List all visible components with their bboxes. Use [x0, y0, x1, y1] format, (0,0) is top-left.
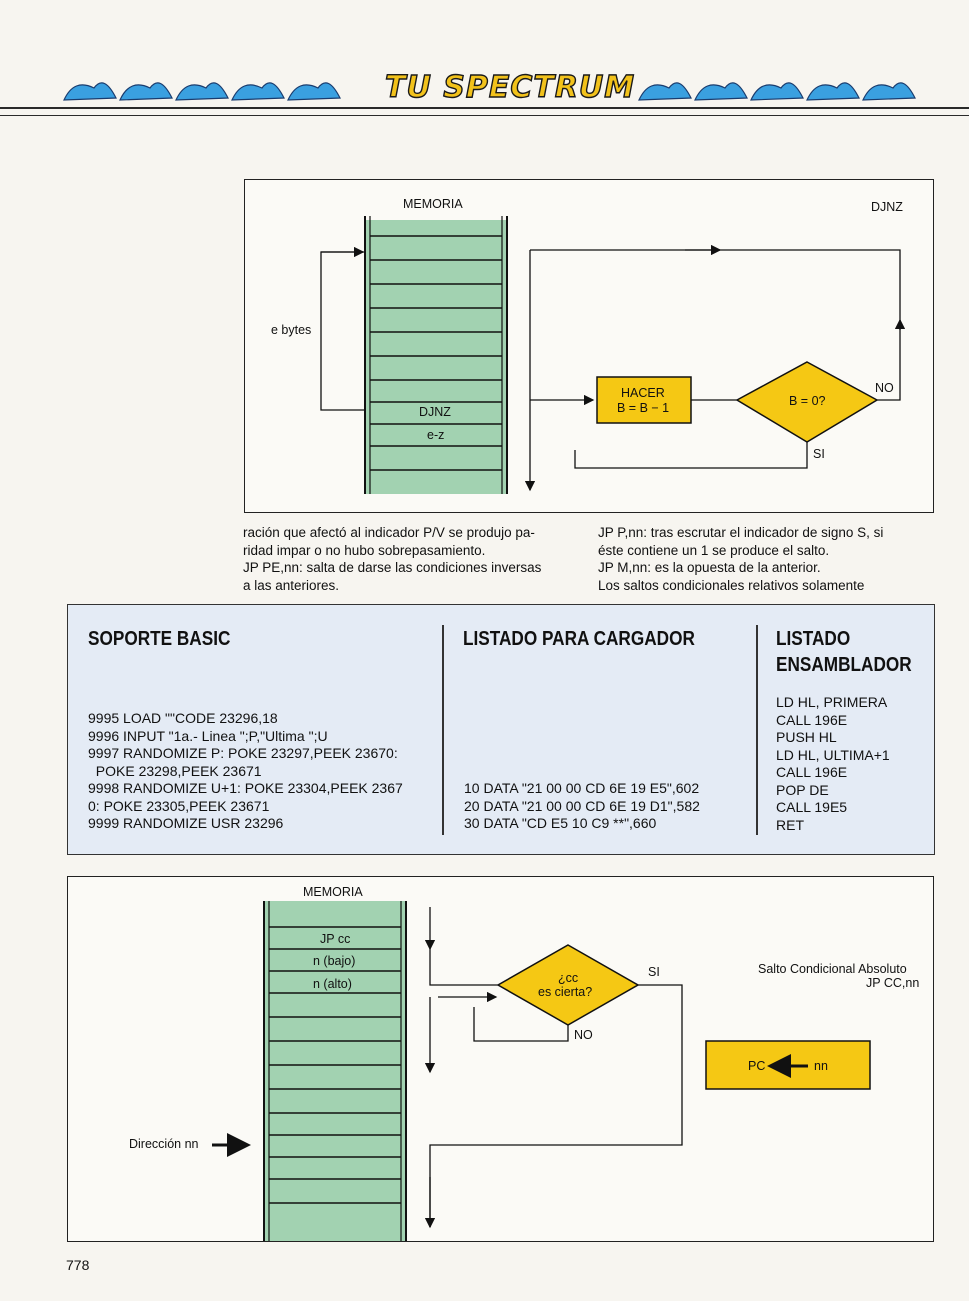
- jp-cc-diagram: [212, 901, 871, 1241]
- code-line: 0: POKE 23305,PEEK 23671: [88, 797, 270, 814]
- code-line: RET: [776, 816, 804, 833]
- code-line: 30 DATA "CD E5 10 C9 **",660: [464, 815, 657, 831]
- code-line: 9996 INPUT "1a.- Linea ";P,"Ultima ";U: [88, 727, 328, 744]
- e-bytes-label: e bytes: [271, 323, 312, 337]
- djnz-corner-label: DJNZ: [871, 200, 903, 214]
- header-decoration-left: [63, 82, 341, 101]
- text-column-right: JP P,nn: tras escrutar el indicador de s…: [598, 524, 883, 594]
- hacer-line-2: B = B − 1: [617, 401, 670, 415]
- nn-label: nn: [814, 1059, 828, 1073]
- direccion-label: Dirección nn: [129, 1137, 199, 1151]
- no-label: NO: [574, 1028, 593, 1042]
- si-label: SI: [648, 965, 660, 979]
- memoria-label: MEMORIA: [303, 885, 363, 899]
- text-line: Los saltos condicionales relativos solam…: [598, 577, 865, 593]
- code-line: CALL 196E: [776, 711, 848, 728]
- djnz-figure: MEMORIA DJNZ e bytes DJNZ e-z HACER B = …: [244, 179, 934, 513]
- asm-title-line-1: LISTADO: [776, 628, 851, 650]
- code-line: 10 DATA "21 00 00 CD 6E 19 E5",602: [464, 780, 700, 796]
- no-label: NO: [875, 381, 894, 395]
- cell-n-alto: n (alto): [313, 977, 352, 991]
- asm-listing: LD HL, PRIMERA CALL 196E PUSH HL LD HL, …: [776, 694, 890, 834]
- divider: [756, 625, 758, 835]
- memoria-label: MEMORIA: [403, 197, 463, 211]
- decision-label: B = 0?: [789, 394, 826, 408]
- code-line: 9997 RANDOMIZE P: POKE 23297,PEEK 23670:: [88, 745, 398, 761]
- code-line: PUSH HL: [776, 729, 837, 745]
- code-line: POKE 23298,PEEK 23671: [88, 762, 262, 779]
- code-line: POP DE: [776, 781, 829, 798]
- basic-title: SOPORTE BASIC: [88, 628, 231, 650]
- header-decoration-right: [638, 82, 916, 101]
- page-number: 778: [66, 1257, 90, 1273]
- header-rule-bottom: [0, 115, 969, 116]
- code-line: CALL 19E5: [776, 799, 848, 815]
- decision-line-2: es cierta?: [538, 985, 593, 999]
- basic-listing: 9995 LOAD ""CODE 23296,18 9996 INPUT "1a…: [88, 710, 403, 833]
- decision-line-1: ¿cc: [558, 971, 579, 985]
- si-label: SI: [813, 447, 825, 461]
- text-line: ridad impar o no hubo sobrepasamiento.: [243, 542, 486, 558]
- magazine-title: TU SPECTRUM: [384, 69, 636, 105]
- code-line: 9998 RANDOMIZE U+1: POKE 23304,PEEK 2367: [88, 780, 403, 796]
- caption-line-2: JP CC,nn: [866, 976, 920, 990]
- text-line: ración que afectó al indicador P/V se pr…: [243, 525, 535, 540]
- code-line: LD HL, PRIMERA: [776, 694, 888, 710]
- listing-panel: SOPORTE BASIC 9995 LOAD ""CODE 23296,18 …: [67, 604, 935, 855]
- asm-title-line-2: ENSAMBLADOR: [776, 654, 912, 676]
- text-line: a las anteriores.: [243, 577, 340, 593]
- code-line: 9995 LOAD ""CODE 23296,18: [88, 710, 278, 726]
- text-line: JP PE,nn: salta de darse las condiciones…: [243, 560, 542, 575]
- djnz-cell-label: DJNZ: [419, 405, 451, 419]
- text-line: JP M,nn: es la opuesta de la anterior.: [598, 560, 821, 575]
- cell-n-bajo: n (bajo): [313, 954, 356, 968]
- code-line: CALL 196E: [776, 764, 848, 780]
- code-line: LD HL, ULTIMA+1: [776, 746, 890, 763]
- caption-line-1: Salto Condicional Absoluto: [758, 962, 907, 976]
- pc-label: PC: [748, 1059, 766, 1073]
- header-rule-top: [0, 107, 969, 109]
- code-line: 9999 RANDOMIZE USR 23296: [88, 815, 284, 831]
- ez-cell-label: e-z: [427, 428, 445, 442]
- text-column-left: ración que afectó al indicador P/V se pr…: [243, 524, 541, 594]
- divider: [442, 625, 444, 835]
- loader-title: LISTADO PARA CARGADOR: [463, 628, 695, 650]
- text-line: JP P,nn: tras escrutar el indicador de s…: [598, 525, 884, 540]
- code-line: 20 DATA "21 00 00 CD 6E 19 D1",582: [464, 797, 700, 814]
- jp-cc-figure: MEMORIA JP cc n (bajo) n (alto) ¿cc es c…: [67, 876, 934, 1242]
- loader-listing: 10 DATA "21 00 00 CD 6E 19 E5",602 20 DA…: [464, 780, 700, 833]
- cell-jp-cc: JP cc: [320, 932, 351, 946]
- hacer-line-1: HACER: [621, 386, 665, 400]
- text-line: éste contiene un 1 se produce el salto.: [598, 542, 830, 558]
- djnz-diagram: [320, 216, 906, 494]
